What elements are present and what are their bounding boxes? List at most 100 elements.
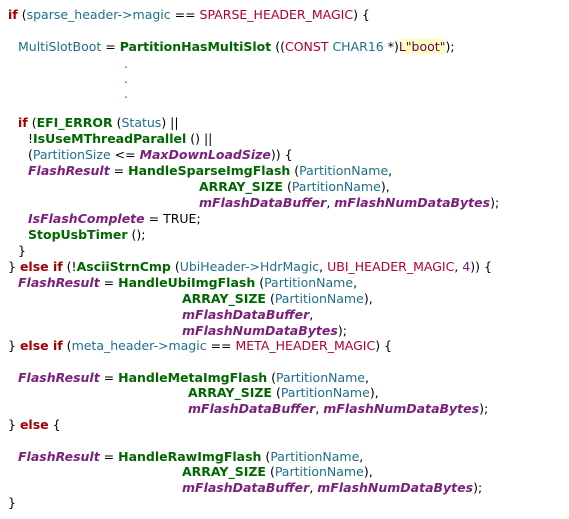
code-token-punc: ); [445,39,455,54]
code-token-punc: ); [490,195,500,210]
code-line: } else if (meta_header->magic == META_HE… [8,338,392,354]
code-line: mFlashNumDataBytes); [182,323,347,339]
code-token-fn: HandleSparseImgFlash [128,163,291,178]
code-token-mac: META_HEADER_MAGIC [235,338,376,353]
code-token-mac: CONST [284,39,329,54]
code-token-kw: if [8,7,18,22]
code-token-op: ! [28,131,34,146]
code-token-fn: AsciiStrnCmp [76,259,171,274]
code-token-fn: ARRAY_SIZE [182,464,266,479]
code-token-kw: else if [19,259,63,274]
code-token-id: meta_header->magic [71,338,207,353]
code-token-kw: else [19,417,49,432]
code-token-dot: . [124,86,128,101]
code-token-punc: ), [369,385,379,400]
code-token-punc: ( [170,259,180,274]
code-line: FlashResult = HandleMetaImgFlash (Partit… [18,370,369,386]
code-token-id: PartitionSize [32,147,111,162]
code-token-punc: ( [290,163,300,178]
code-token-punc: (! [62,259,77,274]
code-token-var: mFlashDataBuffer [182,480,310,495]
code-token-var: mFlashDataBuffer [182,307,310,322]
code-token-punc: ( [265,291,275,306]
code-token-id: PartitionName [264,275,354,290]
code-token-op: = [99,449,119,464]
code-token-fn: ARRAY_SIZE [182,291,266,306]
code-token-punc: ) { [353,7,370,22]
code-line: MultiSlotBoot = PartitionHasMultiSlot ((… [18,39,455,55]
code-token-id: PartitionName [270,449,360,464]
code-token-mac: SPARSE_HEADER_MAGIC [199,7,354,22]
code-token-fn: HandleUbiImgFlash [118,275,256,290]
code-token-punc: , [309,480,318,495]
code-token-op: = [101,39,120,54]
code-line: !IsUseMThreadParallel () || [28,131,212,147]
code-token-punc: ( [271,385,281,400]
code-line: (PartitionSize <= MaxDownLoadSize)) { [28,147,293,163]
code-token-var: mFlashNumDataBytes [323,401,480,416]
code-token-punc: } [8,417,20,432]
code-token-punc: , [359,449,364,464]
code-line: . [124,86,128,102]
code-token-punc: , [309,307,314,322]
code-token-var: FlashResult [18,275,100,290]
code-token-id: UbiHeader->HdrMagic [179,259,320,274]
code-token-punc: ) { [375,338,392,353]
code-token-punc: } [8,338,20,353]
code-token-punc: , [353,275,358,290]
code-token-var: mFlashDataBuffer [188,401,316,416]
code-token-punc: ( [267,370,277,385]
code-token-punc: (); [127,227,146,242]
code-token-punc: ); [479,401,489,416]
code-token-fn: StopUsbTimer [28,227,128,242]
code-token-op: <= [110,147,140,162]
code-token-punc: ); [473,480,483,495]
code-line: } [18,243,26,259]
code-token-punc: *) [383,39,399,54]
code-token-punc: ), [363,291,373,306]
code-token-id: PartitionName [274,464,364,479]
code-token-punc: ( [17,7,27,22]
code-token-id: PartitionName [291,179,381,194]
code-line: } else { [8,417,61,433]
code-token-punc: , [319,259,328,274]
code-token-punc: ( [62,338,72,353]
code-token-punc: ), [363,464,373,479]
code-token-punc: { [48,417,61,432]
code-token-op: = [144,211,164,226]
code-token-fn: PartitionHasMultiSlot [119,39,272,54]
code-token-str: L"boot" [398,39,446,54]
code-token-punc: } [18,243,26,258]
code-token-punc: , [315,401,324,416]
code-token-fn: ARRAY_SIZE [199,179,283,194]
code-token-punc: ; [196,211,201,226]
code-token-fn: HandleRawImgFlash [118,449,262,464]
code-token-punc: )) { [270,147,293,162]
code-line: ARRAY_SIZE (PartitionName), [199,179,390,195]
code-token-punc: ( [27,115,37,130]
code-token-var: mFlashNumDataBytes [317,480,474,495]
code-line: IsFlashComplete = TRUE; [28,211,201,227]
code-token-dot: . [124,56,128,71]
code-token-kw: if [18,115,28,130]
code-token-fn: IsUseMThreadParallel [33,131,187,146]
code-line: } else if (!AsciiStrnCmp (UbiHeader->Hdr… [8,259,492,275]
code-token-var: mFlashNumDataBytes [182,323,338,338]
code-token-var: IsFlashComplete [28,211,145,226]
code-token-fn: HandleMetaImgFlash [118,370,268,385]
code-line: if (sparse_header->magic == SPARSE_HEADE… [8,7,370,23]
code-token-dot: . [124,71,128,86]
code-token-kw: else if [19,338,63,353]
code-token-punc: , [388,163,393,178]
code-token-op: = [99,370,119,385]
code-token-punc: ); [337,323,347,338]
code-token-id: PartitionName [280,385,370,400]
code-token-id: sparse_header->magic [26,7,171,22]
code-token-id: CHAR16 [332,39,384,54]
code-line: FlashResult = HandleSparseImgFlash (Part… [28,163,392,179]
code-line: FlashResult = HandleRawImgFlash (Partiti… [18,449,363,465]
code-token-punc: ( [28,147,33,162]
code-token-num: 4 [462,259,471,274]
code-token-punc: ( [255,275,265,290]
